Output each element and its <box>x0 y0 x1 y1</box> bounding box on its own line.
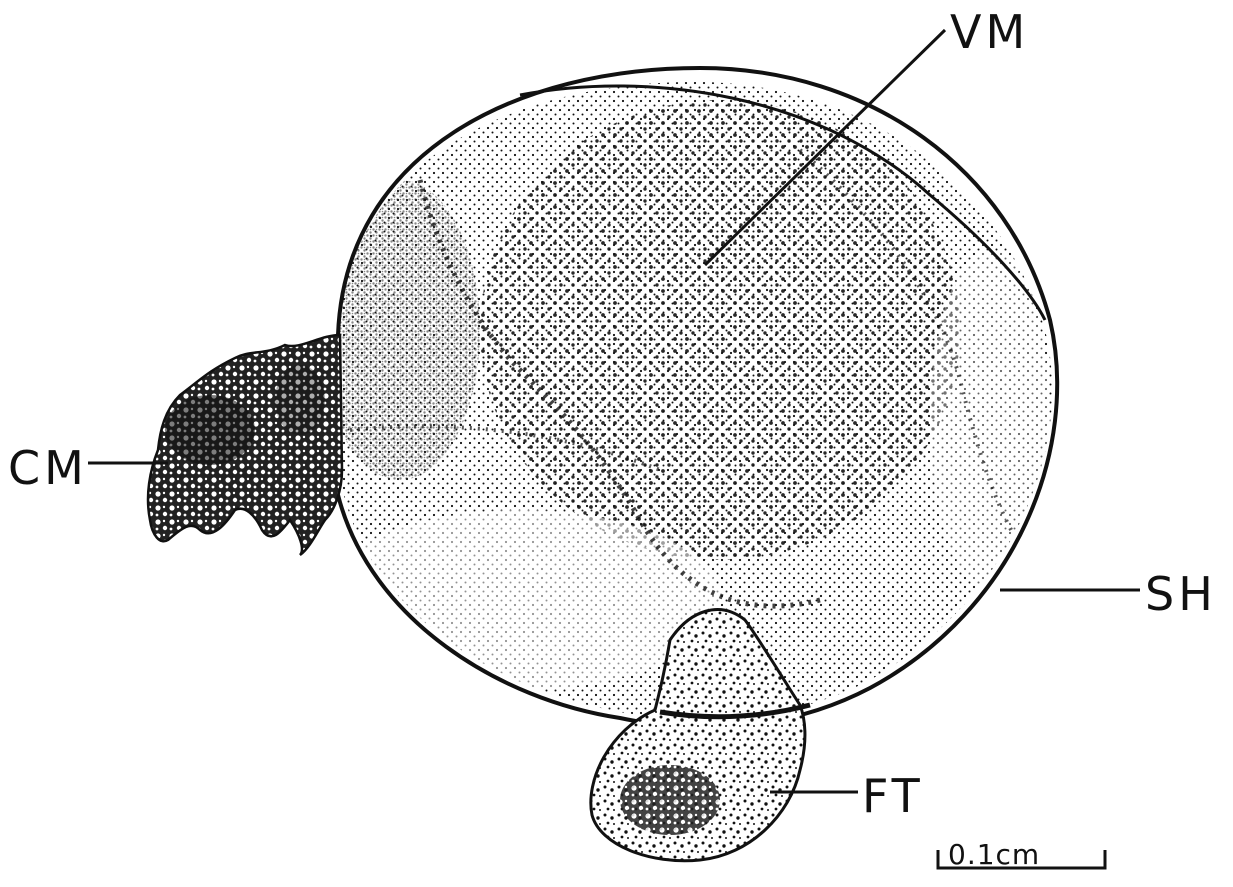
label-ft: FT <box>862 769 924 823</box>
ctenidium-mass <box>148 335 342 555</box>
scale-bar-label: 0.1cm <box>948 838 1040 871</box>
label-cm: CM <box>8 441 88 495</box>
scale-bar: 0.1cm <box>938 838 1105 871</box>
label-sh: SH <box>1145 567 1217 621</box>
label-vm: VM <box>950 5 1029 59</box>
